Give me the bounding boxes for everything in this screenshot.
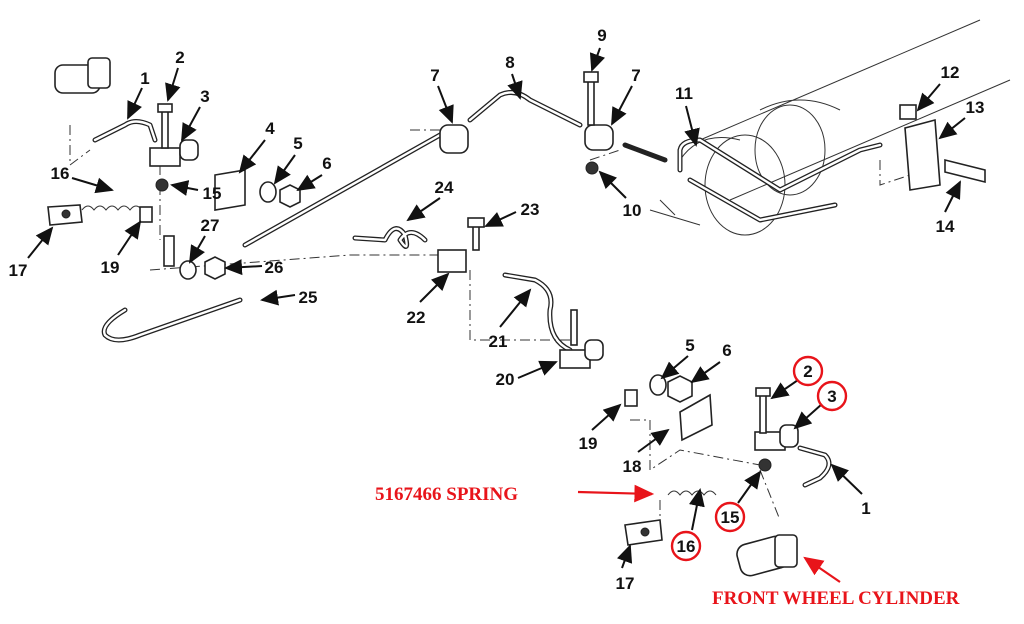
callout: 26: [265, 258, 284, 277]
callout: 6: [322, 154, 331, 173]
callout: 7: [631, 66, 640, 85]
callout: 4: [265, 119, 275, 138]
callout: 2: [803, 362, 812, 381]
callout: 5: [293, 134, 302, 153]
callout: 17: [9, 261, 28, 280]
callout: 16: [677, 537, 696, 556]
leader-lines: [27, 47, 966, 569]
callout: 1: [861, 499, 870, 518]
callout: 10: [623, 201, 642, 220]
callout: 19: [101, 258, 120, 277]
callout: 3: [200, 87, 209, 106]
callout: 15: [721, 508, 740, 527]
red-annotations: 5167466 SPRING FRONT WHEEL CYLINDER: [375, 355, 960, 609]
callout: 25: [299, 288, 318, 307]
callout: 2: [175, 48, 184, 67]
callout: 21: [489, 332, 508, 351]
callout: 27: [201, 216, 220, 235]
axle-housing: [649, 19, 1011, 236]
callout: 8: [505, 53, 514, 72]
callout: 18: [623, 457, 642, 476]
callout: 9: [597, 26, 606, 45]
callout: 12: [941, 63, 960, 82]
callout: 16: [51, 164, 70, 183]
hardware: [47, 57, 986, 577]
wheel-cylinder-top: [54, 57, 111, 94]
callout: 15: [203, 184, 222, 203]
callouts: 1 2 3 4 5 6 7 8 9 7 10 11 12 13 14 15 16…: [9, 26, 985, 593]
callout: 7: [430, 66, 439, 85]
callout: 13: [966, 98, 985, 117]
callout: 23: [521, 200, 540, 219]
callout: 6: [722, 341, 731, 360]
callout: 19: [579, 434, 598, 453]
callout: 22: [407, 308, 426, 327]
callout: 17: [616, 574, 635, 593]
callout: 24: [435, 178, 454, 197]
callout: 20: [496, 370, 515, 389]
callout: 5: [685, 336, 694, 355]
spring-annotation: 5167466 SPRING: [375, 484, 518, 505]
front-wheel-cylinder-drawing: [736, 534, 798, 577]
callout: 14: [936, 217, 955, 236]
callout: 3: [827, 387, 836, 406]
callout: 11: [675, 84, 693, 103]
alignment-lines: [69, 125, 911, 521]
callout: 1: [140, 69, 149, 88]
cylinder-annotation: FRONT WHEEL CYLINDER: [712, 588, 960, 609]
